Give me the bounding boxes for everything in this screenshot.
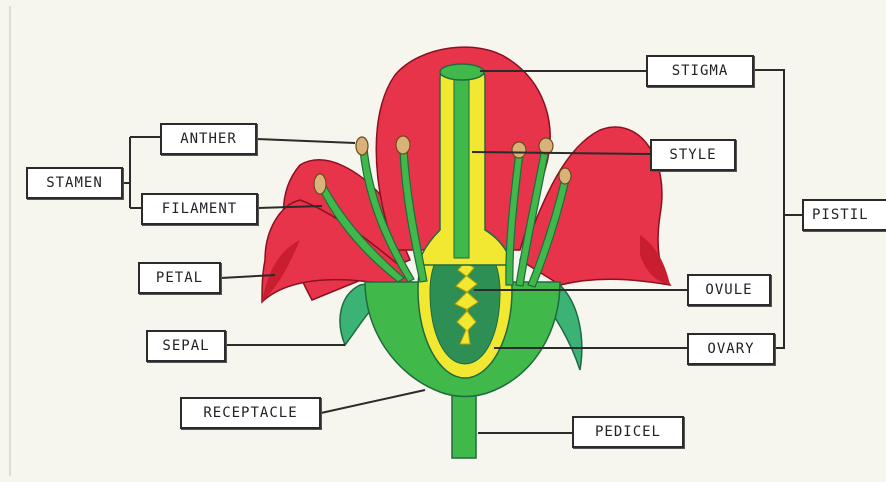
anther-2 — [356, 137, 368, 155]
label-ovule: OVULE — [687, 274, 771, 306]
anther-1 — [314, 174, 326, 194]
label-anther: ANTHER — [160, 123, 257, 155]
anther-3 — [396, 136, 410, 154]
label-stigma: STIGMA — [646, 55, 754, 87]
label-receptacle: RECEPTACLE — [180, 397, 321, 429]
label-pistil: PISTIL — [802, 199, 886, 231]
line-anther — [257, 139, 355, 143]
bracket-pistil — [754, 70, 802, 348]
label-ovary: OVARY — [687, 333, 775, 365]
label-style: STYLE — [650, 139, 736, 171]
anther-4 — [512, 142, 526, 158]
anther-5 — [539, 138, 553, 154]
anther-6 — [559, 168, 571, 184]
label-petal: PETAL — [138, 262, 221, 294]
pedicel-stalk — [452, 388, 476, 458]
label-pedicel: PEDICEL — [572, 416, 684, 448]
stigma-tip — [440, 64, 484, 80]
style-core — [454, 78, 469, 258]
label-stamen: STAMEN — [26, 167, 123, 199]
line-receptacle — [321, 390, 425, 413]
label-sepal: SEPAL — [146, 330, 226, 362]
label-filament: FILAMENT — [141, 193, 258, 225]
